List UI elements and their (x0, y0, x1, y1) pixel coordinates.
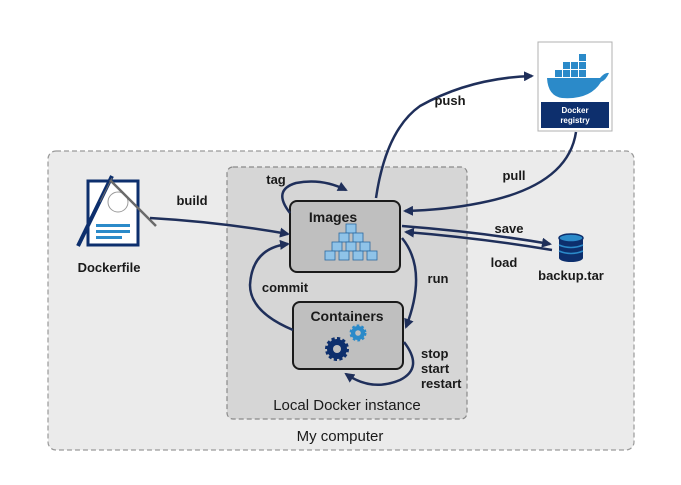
image-layers-icon (324, 223, 378, 261)
build-arrow (149, 216, 290, 238)
build-label: build (176, 193, 207, 208)
gears-icon (325, 324, 367, 361)
run-arrow (401, 237, 418, 329)
push-label: push (434, 93, 465, 108)
restart-label: restart (421, 376, 462, 391)
pull-label: pull (502, 168, 525, 183)
pull-arrow (403, 131, 578, 216)
local-docker-instance-label: Local Docker instance (273, 397, 421, 414)
tag-arrow (281, 180, 348, 214)
commit-label: commit (262, 280, 309, 295)
push-arrow (374, 71, 534, 199)
save-label: save (495, 221, 524, 236)
docker-registry-node: Docker registry (537, 41, 613, 132)
backup-node: backup.tar (538, 233, 604, 283)
lifecycle-arrow (344, 341, 415, 387)
docker-whale-icon (547, 54, 609, 99)
containers-label: Containers (310, 308, 383, 324)
stop-label: stop (421, 346, 449, 361)
load-arrow (404, 227, 553, 252)
backup-label: backup.tar (538, 268, 604, 283)
images-node: Images (289, 200, 401, 273)
my-computer-label: My computer (297, 428, 384, 445)
commit-arrow (248, 239, 294, 332)
run-label: run (428, 271, 449, 286)
start-label: start (421, 361, 450, 376)
images-label: Images (309, 209, 357, 225)
tag-label: tag (266, 172, 286, 187)
dockerfile-icon (76, 175, 157, 247)
registry-label-line2: registry (560, 116, 590, 125)
load-label: load (491, 255, 518, 270)
dockerfile-label: Dockerfile (78, 260, 141, 275)
save-arrow (401, 224, 552, 248)
containers-node: Containers (292, 301, 404, 370)
registry-label-line1: Docker (561, 106, 588, 115)
dockerfile-node: Dockerfile (76, 175, 157, 275)
database-icon (558, 233, 584, 262)
